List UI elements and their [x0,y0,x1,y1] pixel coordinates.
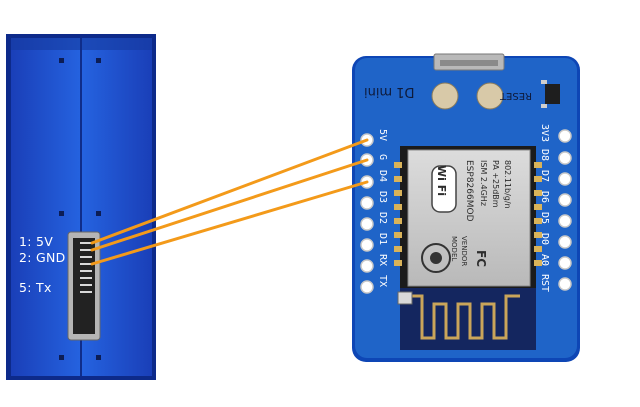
antenna-trace [408,294,520,340]
board-pin-label-d0: D0 [539,233,550,246]
left-pin-hole-6 [360,259,374,273]
sensor-connector [67,231,101,341]
board-pin-label-d8: D8 [539,149,550,162]
module-pads [394,162,542,266]
board-pin-label-d1: D1 [377,233,388,246]
wifi-logo-text: Wi Fi [435,165,448,197]
board-pin-label-5v: 5V [377,129,388,142]
sensor-hole [96,355,101,360]
sensor-pin-label-5v: 1: 5V [19,234,54,249]
sensor-module [6,34,156,380]
right-pin-hole-1 [558,151,572,165]
left-pin-hole-7 [360,280,374,294]
sensor-hole [59,355,64,360]
right-pin-hole-2 [558,172,572,186]
sensor-hole [59,211,64,216]
fc-mark [421,243,451,273]
left-pin-hole-3 [360,196,374,210]
smd-part [397,291,413,305]
reset-label: RESET [500,90,533,101]
right-pin-hole-3 [558,193,572,207]
right-pin-hole-7 [558,277,572,291]
board-pin-label-rx: RX [377,254,388,267]
right-pin-holes [558,129,572,291]
reset-button[interactable] [545,84,560,104]
board-pin-label-3v3: 3V3 [539,124,550,143]
module-vendor: VENDOR [460,236,468,267]
sensor-hole [96,58,101,63]
board-pin-label-d3: D3 [377,191,388,204]
board-pin-label-g: G [377,154,388,161]
left-pin-hole-4 [360,217,374,231]
wifi-logo [431,165,457,213]
sensor-pin-label-tx: 5: Tx [19,280,52,295]
sensor-hole [96,211,101,216]
board-pin-label-d5: D5 [539,212,550,225]
module-model: ESP8266MOD [464,160,474,222]
board-pin-label-d4: D4 [377,170,388,183]
module-spec-3: 802.11b/g/n [503,160,512,209]
component-pad [431,82,459,110]
board-pin-label-a0: A0 [539,254,550,267]
board-pin-label-rst: RST [539,274,550,293]
module-shield [407,149,531,287]
fc-mark-text: FC [474,250,488,268]
board-pin-label-d2: D2 [377,212,388,225]
wire-2 [90,180,369,266]
board-name: D1 mini [364,84,415,99]
board-pin-label-d7: D7 [539,170,550,183]
right-pin-hole-0 [558,129,572,143]
sensor-hole [59,58,64,63]
wire-0 [90,138,369,245]
board-pin-label-d6: D6 [539,191,550,204]
component-pad [476,82,504,110]
board-pin-label-tx: TX [377,275,388,288]
left-pin-hole-5 [360,238,374,252]
right-pin-hole-5 [558,235,572,249]
wires [90,138,369,266]
module-model-label: MODEL [450,236,458,262]
right-pin-hole-4 [558,214,572,228]
wire-1 [90,158,369,252]
module-spec-2: PA +25dBm [491,160,500,208]
d1-mini-board [352,53,580,362]
right-pin-hole-6 [558,256,572,270]
sensor-pin-label-gnd: 2: GND [19,250,66,265]
module-spec-1: ISM 2.4GHz [479,160,488,207]
